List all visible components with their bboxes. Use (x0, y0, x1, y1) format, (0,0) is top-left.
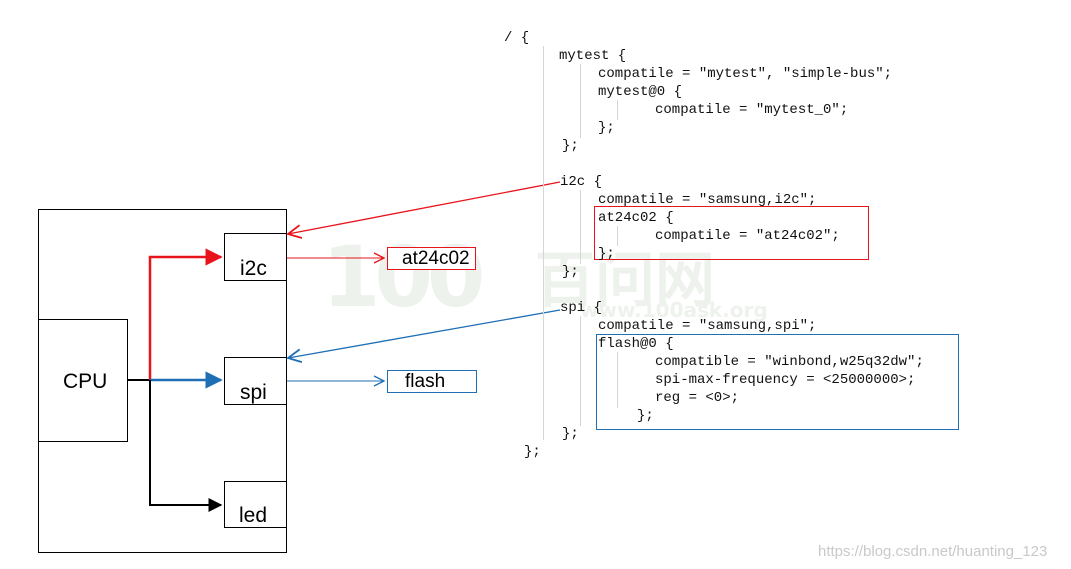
code-line: }; (598, 120, 615, 136)
indent-guide (617, 100, 618, 120)
code-line: }; (562, 264, 579, 280)
at24c02-device: at24c02 (387, 247, 476, 270)
dts-i2c-to-board-arrow (288, 181, 561, 234)
indent-guide (580, 316, 581, 426)
flash-device: flash (387, 370, 477, 393)
indent-guide (617, 352, 618, 408)
code-line: compatile = "samsung,spi"; (598, 318, 817, 334)
code-line: }; (524, 444, 541, 460)
watermark-chars: 百问网 (535, 246, 715, 316)
cpu-label: CPU (63, 370, 108, 393)
code-line: compatile = "at24c02"; (655, 228, 840, 244)
cpu-to-i2c-arrow (148, 248, 223, 380)
spi-label: spi (240, 381, 267, 404)
code-line: }; (637, 408, 654, 424)
indent-guide (543, 46, 544, 440)
code-line: i2c { (560, 174, 603, 190)
code-line: mytest@0 { (598, 84, 683, 100)
code-line: compatile = "mytest_0"; (655, 102, 849, 118)
code-line: spi-max-frequency = <25000000>; (655, 372, 916, 388)
cpu-box (38, 319, 128, 442)
code-line: compatile = "mytest", "simple-bus"; (598, 66, 893, 82)
indent-guide (617, 226, 618, 246)
i2c-label: i2c (240, 257, 267, 280)
watermark-url: www.100ask.org (580, 298, 768, 322)
led-label: led (239, 504, 268, 527)
i2c-box (224, 233, 287, 281)
led-box (224, 481, 287, 528)
code-line: spi { (560, 300, 603, 316)
code-line: }; (562, 426, 579, 442)
code-line: mytest { (559, 48, 627, 64)
code-line: }; (562, 138, 579, 154)
code-line: compatile = "samsung,i2c"; (598, 192, 817, 208)
code-line: }; (598, 246, 615, 262)
code-line: / { (504, 30, 530, 46)
at24c02-node-highlight (594, 206, 869, 260)
spi-box (224, 357, 287, 405)
watermark-logo: 100 (322, 228, 485, 326)
code-line: reg = <0>; (655, 390, 740, 406)
code-line: flash@0 { (598, 336, 674, 352)
code-line: compatible = "winbond,w25q32dw"; (655, 354, 924, 370)
cpu-to-led-arrow (149, 380, 223, 512)
flash-node-highlight (596, 334, 959, 430)
indent-guide (580, 190, 581, 264)
source-credit: https://blog.csdn.net/huanting_123 (818, 543, 1048, 560)
code-line: at24c02 { (598, 210, 674, 226)
dts-spi-to-board-arrow (288, 309, 561, 358)
indent-guide (580, 64, 581, 138)
